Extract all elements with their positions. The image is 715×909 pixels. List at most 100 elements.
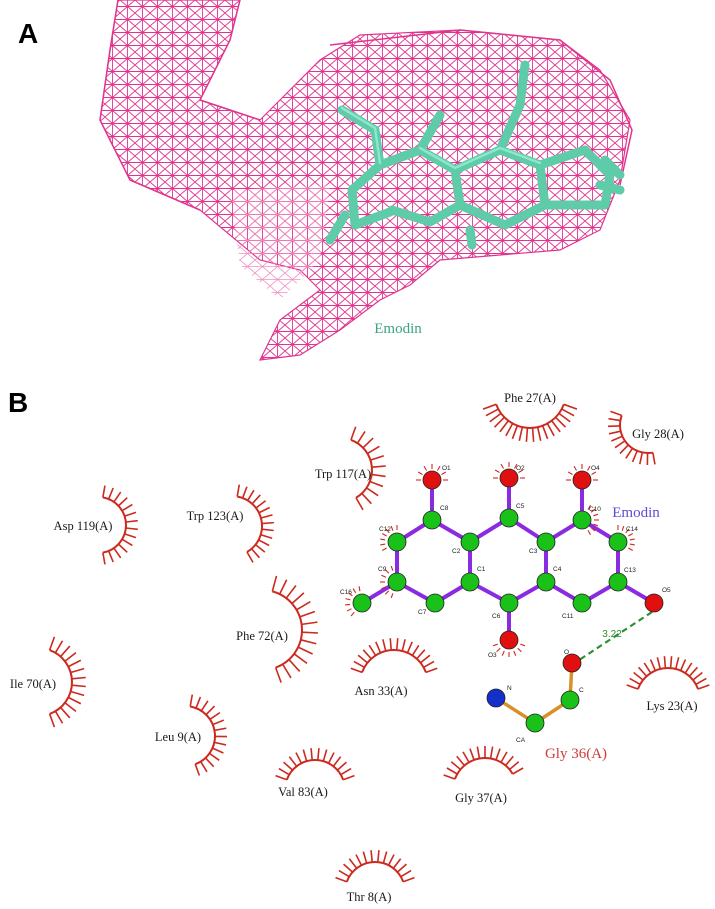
atom-c13	[608, 572, 628, 592]
emodin-label-b: Emodin	[612, 505, 660, 521]
emodin-bonds	[360, 476, 656, 642]
panel-a-letter: A	[18, 18, 38, 49]
label-c7: C7	[418, 609, 427, 616]
arc-phe72	[271, 575, 318, 683]
residue-ile70: Ile 70(A)	[10, 677, 56, 691]
emodin-stick-model	[325, 60, 625, 250]
atom-arc-c9	[380, 565, 394, 599]
atom-c16	[352, 593, 372, 613]
atom-o3	[499, 630, 519, 650]
label-c12: C12	[379, 526, 391, 533]
arc-phe27	[482, 403, 578, 442]
label-c16: C16	[340, 589, 352, 596]
atom-c12	[387, 532, 407, 552]
residue-phe72: Phe 72(A)	[236, 629, 288, 643]
label-gly-c: C	[579, 687, 584, 694]
label-o4: O4	[591, 465, 600, 472]
arc-trp123	[236, 484, 274, 563]
residue-lys23: Lys 23(A)	[646, 699, 697, 713]
label-c13: C13	[624, 567, 636, 574]
label-gly-n: N	[507, 685, 512, 692]
label-o3: O3	[488, 652, 497, 659]
atoms	[352, 468, 664, 733]
atom-contact-arcs	[345, 462, 635, 657]
label-c2: C2	[452, 548, 461, 555]
residue-thr8: Thr 8(A)	[347, 890, 392, 904]
atom-c14	[608, 532, 628, 552]
panel-b-letter: B	[8, 387, 28, 418]
label-o5: O5	[662, 587, 671, 594]
arc-lys23	[626, 656, 710, 690]
atom-arc-c14	[617, 525, 635, 551]
arc-val83	[275, 748, 355, 781]
atom-o2	[499, 468, 519, 488]
atom-arc-o3	[492, 643, 526, 657]
residue-phe27: Phe 27(A)	[504, 391, 556, 405]
label-c9: C9	[378, 566, 387, 573]
panel-a: A Emodin	[18, 0, 633, 361]
arc-asp119	[102, 485, 138, 565]
atom-c11	[572, 593, 592, 613]
arc-trp117	[350, 426, 386, 511]
label-c11: C11	[562, 613, 574, 620]
label-c6: C6	[492, 613, 501, 620]
emodin-stick-highlights	[340, 106, 542, 170]
label-gly-o: O	[564, 649, 569, 656]
label-c10: C10	[589, 506, 601, 513]
atom-arc-o1	[416, 464, 448, 481]
atom-o4	[572, 470, 592, 490]
hydrophobic-contact-arcs	[48, 403, 710, 883]
label-o1: O1	[442, 465, 451, 472]
arc-gly37	[443, 746, 524, 780]
atom-c1	[460, 572, 480, 592]
atom-c2	[460, 532, 480, 552]
label-c3: C3	[529, 548, 538, 555]
atom-c9	[387, 572, 407, 592]
atom-labels: O1 O2 O4 C8 C5 C10 C12 C2 C3 C14 C9 C1 C…	[340, 465, 671, 744]
emodin-label-a: Emodin	[374, 321, 422, 337]
atom-arc-c12	[380, 525, 398, 551]
label-c5: C5	[516, 503, 525, 510]
residue-gly37: Gly 37(A)	[455, 791, 507, 805]
atom-gly-c	[560, 690, 580, 710]
panel-b: B Phe 27(A) Gly 28(A) Trp 117(A) Asp 119…	[8, 387, 710, 904]
arc-ile70	[48, 636, 86, 728]
label-c1: C1	[477, 566, 486, 573]
atom-gly-ca	[525, 713, 545, 733]
atom-o5	[644, 593, 664, 613]
atom-c10	[572, 510, 592, 530]
atom-arc-c10	[587, 505, 599, 535]
hbond-distance: 3.22	[602, 629, 622, 640]
gly36-label: Gly 36(A)	[545, 746, 607, 762]
atom-arc-o4	[566, 464, 598, 481]
hydrogen-bond	[572, 611, 653, 665]
arc-thr8	[335, 850, 415, 883]
residue-leu9: Leu 9(A)	[155, 730, 201, 744]
label-o2: O2	[516, 465, 525, 472]
atom-arc-o2	[493, 462, 525, 479]
atom-c5	[499, 508, 519, 528]
residue-trp123: Trp 123(A)	[187, 509, 244, 523]
residue-gly28: Gly 28(A)	[632, 427, 684, 441]
atom-c6	[499, 593, 519, 613]
atom-gly-n	[486, 688, 506, 708]
label-c14: C14	[626, 526, 638, 533]
atom-arc-c16	[345, 586, 361, 617]
arc-gly28	[607, 410, 656, 466]
residue-asp119: Asp 119(A)	[54, 519, 113, 533]
arc-leu9	[189, 694, 228, 776]
atom-c4	[536, 572, 556, 592]
residue-trp117: Trp 117(A)	[315, 467, 371, 481]
arc-asn33	[350, 638, 438, 674]
label-c4: C4	[553, 566, 562, 573]
label-c8: C8	[440, 505, 449, 512]
atom-gly-o	[562, 653, 582, 673]
atom-c7	[425, 593, 445, 613]
atom-c8	[422, 510, 442, 530]
atom-o1	[422, 470, 442, 490]
label-gly-ca: CA	[516, 737, 526, 744]
residue-val83: Val 83(A)	[278, 785, 328, 799]
residue-asn33: Asn 33(A)	[354, 684, 407, 698]
atom-c3	[536, 532, 556, 552]
